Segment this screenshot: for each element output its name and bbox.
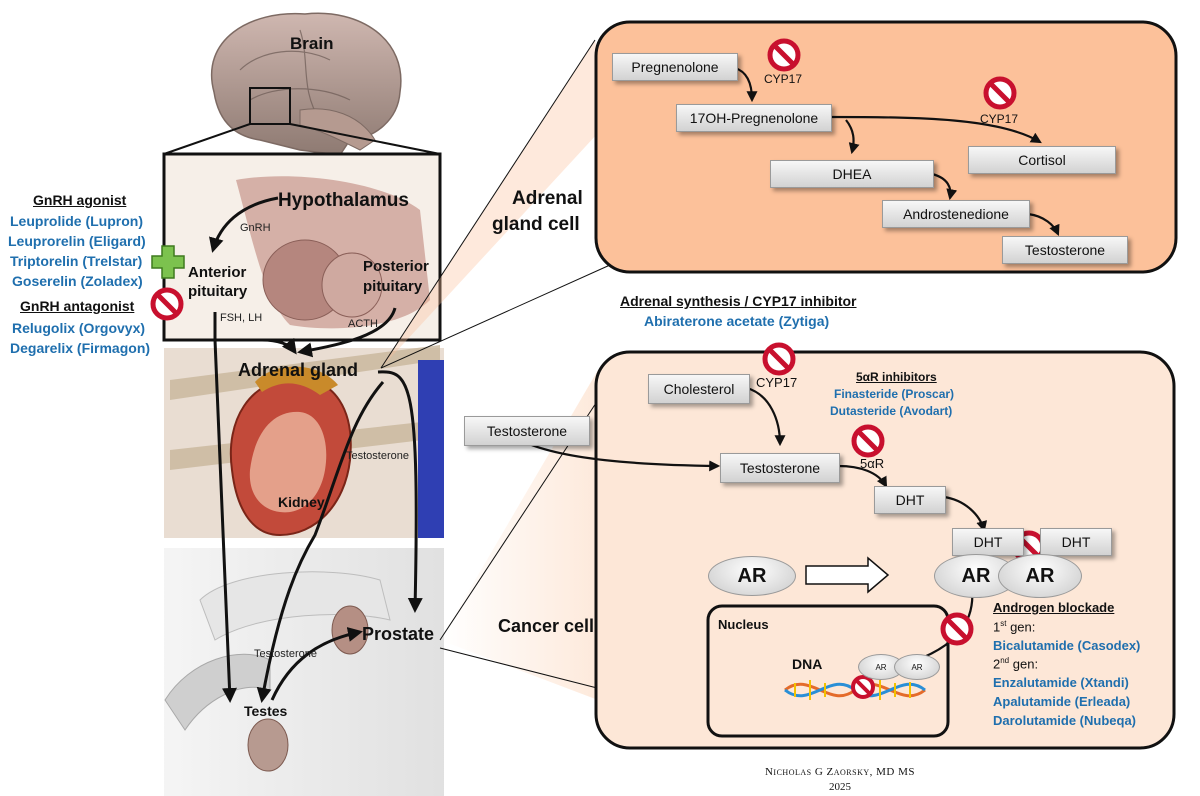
author-credit: Nicholas G Zaorsky, MD MS [764,766,916,778]
5ar-block-icon [851,424,885,458]
5ar-drug: Finasteride (Proscar) [834,387,955,401]
testosterone-testes-label: Testosterone [254,648,317,660]
posterior-pituitary-label-2: pituitary [363,278,423,295]
ar-oval: AR [708,556,796,596]
cyp17-block-icon-2 [983,76,1017,110]
second-gen-label: 2nd gen: [993,656,1039,672]
ar-blocker-drug: Darolutamide (Nubeqa) [993,713,1137,728]
cyp17-label-2: CYP17 [980,112,1019,126]
kidney-illustration [164,345,444,538]
testosterone-adrenal-label: Testosterone [346,450,409,462]
translocation-arrow [805,556,890,594]
kidney-label: Kidney [278,494,325,510]
hypothalamus-label: Hypothalamus [278,190,409,211]
posterior-pituitary-label-1: Posterior [363,258,429,275]
anterior-pituitary-label-1: Anterior [188,264,247,281]
ar-blocker-drug: Apalutamide (Erleada) [993,694,1131,709]
nucleus-box [706,604,950,738]
pregnenolone-box: Pregnenolone [612,53,738,81]
antagonist-drug: Degarelix (Firmagon) [10,340,151,356]
dht-box: DHT [874,486,946,514]
adrenal-testosterone-box: Testosterone [1002,236,1128,264]
dht-bound-box: DHT [952,528,1024,556]
nuclear-entry-block-icon [940,612,974,646]
nucleus-label: Nucleus [718,617,769,632]
adrenal-cell-label-2: gland cell [492,214,580,235]
ar-small-oval: AR [894,654,940,680]
gnrh-antagonist-title: GnRH antagonist [20,298,135,314]
agonist-drug: Goserelin (Zoladex) [12,273,143,289]
first-gen-label: 1st gen: [993,619,1036,635]
antagonist-drug: Relugolix (Orgovyx) [12,320,146,336]
hypothalamus-panel [162,152,442,342]
agonist-drug: Triptorelin (Trelstar) [10,253,143,269]
cancer-testosterone-box: Testosterone [720,453,840,483]
5ar-label: 5αR [860,456,885,471]
cyp17-block-icon-3 [762,342,796,376]
dna-label: DNA [792,656,823,672]
brain-illustration [211,12,402,156]
prostate-label: Prostate [362,624,435,644]
adrenal-inhibitor-title: Adrenal synthesis / CYP17 inhibitor [620,293,857,309]
5ar-inhibitors-title: 5αR inhibitors [856,370,937,384]
acth-label: ACTH [348,318,378,330]
brain-label: Brain [290,34,334,53]
adrenal-cell-box [594,20,1178,274]
dht-bound-box: DHT [1040,528,1112,556]
agonist-plus-icon [151,245,185,279]
abiraterone-drug: Abiraterone acetate (Zytiga) [644,313,830,329]
adrenal-gland-label: Adrenal gland [238,360,359,380]
antagonist-block-icon [150,287,184,321]
cyp17-label: CYP17 [764,72,803,86]
dna-block-icon [851,675,875,699]
17oh-pregnenolone-box: 17OH-Pregnenolone [676,104,832,132]
anterior-pituitary-label-2: pituitary [188,283,248,300]
testes-label: Testes [244,703,288,719]
credit-year: 2025 [829,781,851,793]
androgen-blockade-title: Androgen blockade [993,600,1115,615]
ar-blocker-drug: Bicalutamide (Casodex) [993,638,1141,653]
ar-blocker-drug: Enzalutamide (Xtandi) [993,675,1129,690]
gnrh-label: GnRH [240,222,271,234]
gnrh-agonist-title: GnRH agonist [33,192,127,208]
testosterone-outside-box: Testosterone [464,416,590,446]
dhea-box: DHEA [770,160,934,188]
androstenedione-box: Androstenedione [882,200,1030,228]
cyp17-cancer-label: CYP17 [756,375,798,390]
cancer-cell-label: Cancer cell [498,616,595,636]
adrenal-cell-label-1: Adrenal [512,188,583,209]
cholesterol-box: Cholesterol [648,374,750,404]
agonist-drug: Leuprorelin (Eligard) [8,233,146,249]
ar-dimer-oval: AR [998,554,1082,598]
cyp17-block-icon [767,38,801,72]
agonist-drug: Leuprolide (Lupron) [10,213,143,229]
cortisol-box: Cortisol [968,146,1116,174]
pelvis-illustration [164,548,444,796]
ar-dimer-oval: AR [934,554,1018,598]
fsh-lh-label: FSH, LH [220,312,263,324]
5ar-drug: Dutasteride (Avodart) [830,404,953,418]
